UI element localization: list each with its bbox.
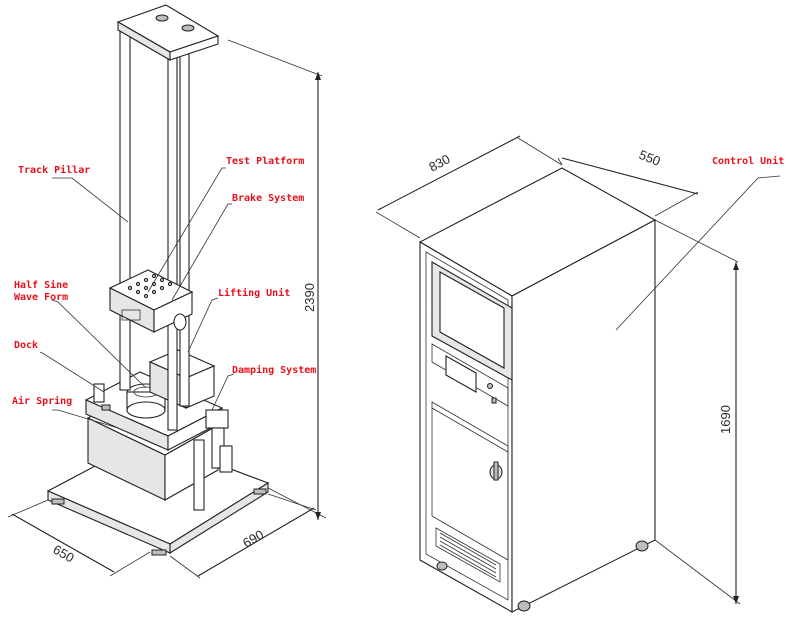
dim-cabinet-height: 1690	[718, 405, 733, 434]
label-test-platform: Test Platform	[226, 156, 304, 167]
dim-machine-height: 2390	[302, 283, 317, 312]
label-track-pillar: Track Pillar	[18, 164, 90, 176]
label-control-unit: Control Unit	[712, 155, 784, 167]
label-damping-system: Damping System	[232, 364, 316, 376]
control-cabinet	[375, 135, 781, 613]
dim-cabinet-depth: 550	[637, 147, 663, 169]
dim-machine-depth: 650	[51, 542, 77, 566]
dim-cabinet-width: 830	[426, 151, 452, 174]
label-half-sine-line2: Wave Form	[14, 292, 68, 303]
label-dock: Dock	[14, 340, 38, 351]
label-lifting-unit: Lifting Unit	[218, 287, 290, 299]
label-half-sine-line1: Half Sine	[14, 279, 68, 291]
platform-holes	[127, 273, 173, 299]
vent-slats	[439, 532, 497, 578]
dim-machine-width: 690	[240, 527, 266, 551]
label-air-spring: Air Spring	[12, 395, 72, 407]
shock-test-machine	[7, 4, 327, 579]
label-brake-system: Brake System	[232, 193, 304, 204]
